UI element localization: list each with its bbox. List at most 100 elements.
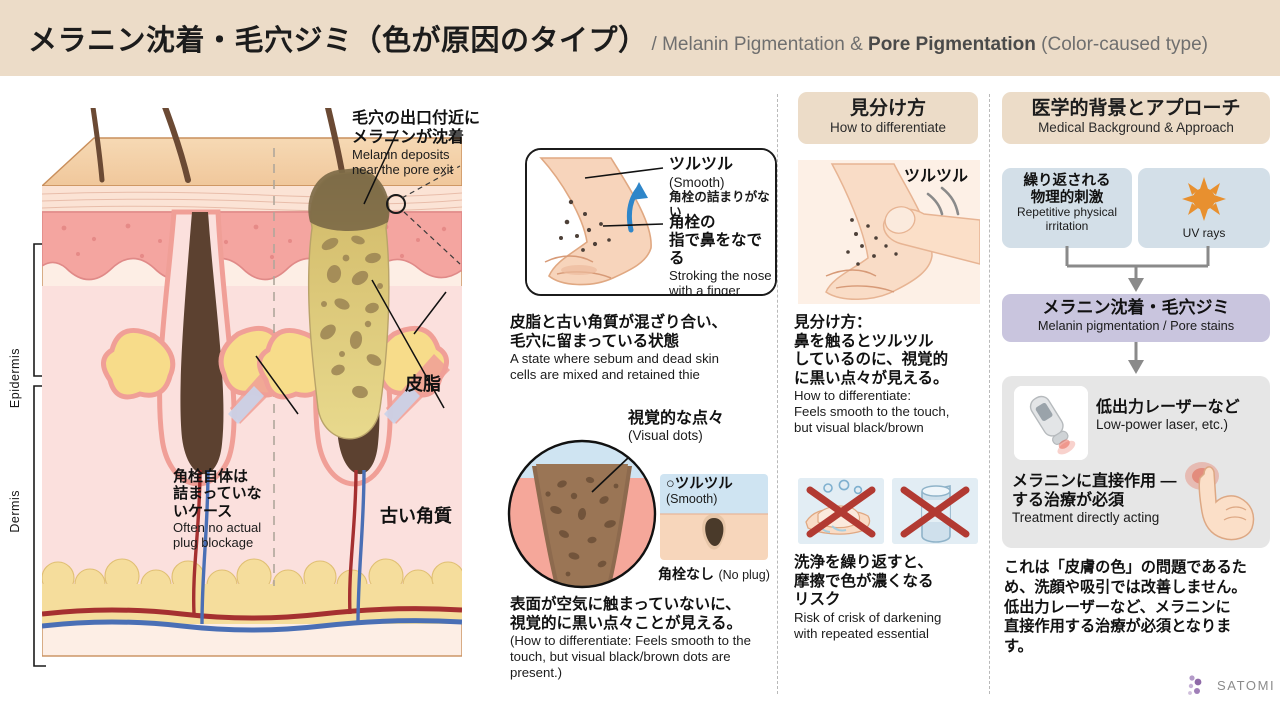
visual-dots-en: (Visual dots) xyxy=(628,428,703,444)
diff-t1-jp-l1: 見分け方： xyxy=(794,314,872,331)
mid-t1-en-l2: cells are mixed and retained thie xyxy=(510,367,700,383)
differentiate-title-pill: 見分け方 How to differentiate xyxy=(798,92,978,144)
diff-t2-jp-l3: リスク xyxy=(794,591,841,609)
nose-smooth-card: ツルツル (Smooth) 角栓の詰まりがない 角栓の 指で鼻をなでる Stro… xyxy=(525,148,777,296)
cause1-en-l2: irritation xyxy=(1045,219,1089,234)
laser-en: Low-power laser, etc.) xyxy=(1096,417,1229,433)
callout-sebum: 皮脂 xyxy=(405,374,441,395)
laser-device-card xyxy=(1014,386,1088,460)
callout-melanin-jp-l2: メラニンが沈着 xyxy=(352,128,465,146)
smooth-box-en: (Smooth) xyxy=(666,492,718,507)
diff-smooth-label: ツルツル xyxy=(904,168,969,185)
med-note-l1: これは「皮膚の色」の問題であるた xyxy=(1004,559,1247,576)
page-title-en-post: (Color-caused type) xyxy=(1035,34,1209,55)
middle-detail-column: ツルツル (Smooth) 角栓の詰まりがない 角栓の 指で鼻をなでる Stro… xyxy=(500,86,778,720)
visual-dots-jp: 視覚的な点々 xyxy=(628,410,725,427)
dermis-label: Dermis xyxy=(8,490,22,533)
smooth-en-label: (Smooth) xyxy=(669,174,725,190)
smooth-box-jp: ○ツルツル xyxy=(666,476,733,492)
mid-t1-jp-l2: 毛穴に留まっている状態 xyxy=(510,332,680,350)
cause1-jp-l1: 繰り返される xyxy=(1023,173,1111,189)
no-plug-caption: 角栓なし (No plug) xyxy=(658,564,770,584)
smooth-jp-label: ツルツル xyxy=(669,156,734,173)
cause-physical-irritation: 繰り返される 物理的刺激 Repetitive physical irritat… xyxy=(1002,168,1132,248)
callout-noplug-jp-l1: 角栓自体は xyxy=(173,468,249,485)
cleansing-tube-prohibited-icon xyxy=(892,478,978,544)
med-note-l4: 直接作用する治療が必須となりま xyxy=(1004,618,1232,636)
page-header: メラニン沈着・毛穴ジミ（色が原因のタイプ） / Melanin Pigmenta… xyxy=(0,0,1280,76)
washing-hands-prohibited-icon xyxy=(798,478,884,544)
sun-icon xyxy=(1182,177,1226,221)
diff-t2-jp-l1: 洗浄を繰り返すと、 xyxy=(794,554,933,571)
page-title-en-bold: Pore Pigmentation xyxy=(868,34,1036,55)
diff-t1-jp-l4: に黒い点々が見える。 xyxy=(794,369,949,387)
medical-title-jp: 医学的背景とアプローチ xyxy=(1031,98,1241,119)
result-jp: メラニン沈着・毛穴ジミ xyxy=(1042,298,1230,317)
epidermis-label: Epidermis xyxy=(8,348,22,409)
mid-t1-en-l1: A state where sebum and dead skin xyxy=(510,351,719,367)
plug-jp-l1: 角栓の xyxy=(669,214,716,231)
callout-noplug-en-l2: plug blockage xyxy=(173,535,254,551)
result-melanin-pigmentation: メラニン沈着・毛穴ジミ Melanin pigmentation / Pore … xyxy=(1002,294,1270,342)
diff-t1-jp-l2: 鼻を触るとツルツル xyxy=(794,332,934,350)
callout-noplug-en-l1: Often no actual xyxy=(173,520,262,536)
nose-touch-illustration: ツルツル xyxy=(798,160,981,304)
visual-dots-label: 視覚的な点々 (Visual dots) xyxy=(628,410,724,444)
treat-jp-l2: する治療が必須 xyxy=(1012,492,1125,510)
laser-label: 低出力レーザーなど Low-power laser, etc.) xyxy=(1096,398,1240,433)
cause1-jp-l2: 物理的刺激 xyxy=(1030,189,1104,206)
treat-en: Treatment directly acting xyxy=(1012,510,1160,526)
med-note-l5: す。 xyxy=(1004,638,1033,655)
callout-no-plug-blockage: 角栓自体は 詰まっていな いケース Often no actual plug b… xyxy=(173,468,293,550)
differentiate-column: 見分け方 How to differentiate xyxy=(784,86,990,720)
pointing-hand-icon xyxy=(1185,462,1255,541)
medical-title-en: Medical Background & Approach xyxy=(1038,119,1234,135)
differentiate-description: 見分け方： 鼻を触るとツルツル しているのに、視覚的 に黒い点々が見える。 Ho… xyxy=(794,314,990,436)
mid-t2-en-l2: touch, but visual black/brown dots are xyxy=(510,649,731,665)
med-note-l2: め、洗顔や吸引では改善しません。 xyxy=(1004,578,1247,596)
callout-melanin-en-l1: Melanin deposits xyxy=(352,147,450,163)
middle-text-differentiate: 表面が空気に触まっていないに、 視覚的に黒い点々ことが見える。 (How to … xyxy=(510,596,778,681)
mid-t2-en-l3: present.) xyxy=(510,664,563,680)
brand-logo: SATOMI xyxy=(1186,672,1275,698)
plug-en-l1: Stroking the nose xyxy=(669,267,772,283)
mid-t1-jp-l1: 皮脂と古い角質が混ざり合い、 xyxy=(510,314,728,331)
callout-old-keratin: 古い角質 xyxy=(380,506,452,527)
pore-closeup-circle xyxy=(507,439,657,589)
differentiate-title-jp: 見分け方 xyxy=(849,98,926,119)
callout-noplug-jp-l3: いケース xyxy=(173,502,233,520)
mid-t2-jp-l2: 視覚的に黒い点々ことが見える。 xyxy=(510,614,743,632)
diff-t2-en-l1: Risk of crisk of darkening xyxy=(794,609,942,625)
diff-t2-jp-l2: 摩擦で色が濃くなる xyxy=(794,572,934,590)
result-en: Melanin pigmentation / Pore stains xyxy=(1037,318,1235,334)
diff-t2-en-l2: with repeated essential xyxy=(794,625,929,641)
plug-en-l2: with a finger xyxy=(669,283,741,296)
callout-melanin-deposits: 毛穴の出口付近に メラニンが沈着 Melanin deposits near t… xyxy=(352,110,517,177)
smooth-sub-label: 角栓の詰まりがない xyxy=(669,190,770,219)
skin-diagram-column: Epidermis Dermis xyxy=(0,86,500,720)
diff-t1-en-l1: How to differentiate: xyxy=(794,388,912,404)
nose-illustration xyxy=(527,150,775,294)
treatment-label: メラニンに直接作用 ― する治療が必須 Treatment directly a… xyxy=(1012,472,1212,527)
laser-device-icon xyxy=(1014,386,1088,460)
diff-t1-jp-l3: しているのに、視覚的 xyxy=(794,351,949,369)
layer-brackets xyxy=(33,243,46,667)
noplug-caption-en: (No plug) xyxy=(718,568,770,582)
med-note-l3: 低出力レーザーなど、メラニンに xyxy=(1004,598,1231,616)
brand-name: SATOMI xyxy=(1217,677,1276,693)
flow-arrow-result-to-treatment xyxy=(1128,342,1144,374)
noplug-caption-jp: 角栓なし xyxy=(658,566,714,582)
satomi-dots-icon xyxy=(1188,675,1202,695)
skin-cross-section xyxy=(42,108,462,668)
diff-t1-en-l3: but visual black/brown xyxy=(794,420,924,436)
column-divider-1 xyxy=(777,94,778,694)
differentiate-title-en: How to differentiate xyxy=(829,119,947,135)
differentiate-risk-text: 洗浄を繰り返すと、 摩擦で色が濃くなる リスク Risk of crisk of… xyxy=(794,554,992,641)
medical-background-column: 医学的背景とアプローチ Medical Background & Approac… xyxy=(996,86,1280,720)
medical-note-text: これは「皮膚の色」の問題であるた め、洗顔や吸引では改善しません。 低出力レーザ… xyxy=(1004,558,1276,657)
callout-sebum-jp: 皮脂 xyxy=(405,374,441,394)
cause1-en-l1: Repetitive physical xyxy=(1016,205,1118,220)
treatment-box: 低出力レーザーなど Low-power laser, etc.) メラニンに直接… xyxy=(1002,376,1270,548)
callout-melanin-jp-l1: 毛穴の出口付近に xyxy=(352,110,481,127)
